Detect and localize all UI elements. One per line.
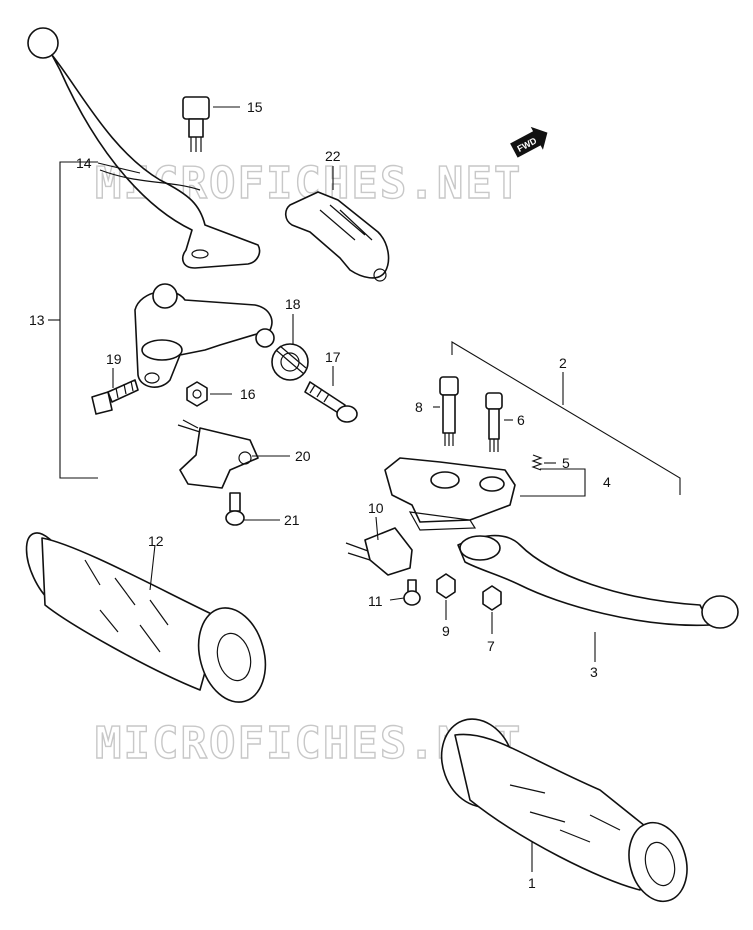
- callout-4: 4: [603, 474, 611, 490]
- screw-21: [225, 492, 245, 526]
- callout-13: 13: [29, 312, 45, 328]
- switch-cover-22: [284, 191, 390, 282]
- callout-19: 19: [106, 351, 122, 367]
- bolt-19: [91, 379, 139, 415]
- callout-8: 8: [415, 399, 423, 415]
- assembly-bracket-2: [451, 341, 681, 495]
- callout-12: 12: [148, 533, 164, 549]
- brake-switch-10: [345, 527, 413, 576]
- callout-1: 1: [528, 875, 536, 891]
- assembly-bracket-13: [59, 161, 98, 479]
- leader-lines: [48, 106, 596, 872]
- callout-7: 7: [487, 638, 495, 654]
- nut-7: [482, 585, 502, 611]
- callout-9: 9: [442, 623, 450, 639]
- pivot-pin-8: [439, 376, 459, 446]
- nut-16: [186, 381, 208, 407]
- callout-15: 15: [247, 99, 263, 115]
- callout-labels: 1 2 3 4 5 6 7 8 9 10 11 12 13 14 15 16 1…: [29, 99, 611, 891]
- spring-5: [531, 454, 543, 471]
- fwd-arrow-icon: FWD: [510, 126, 548, 158]
- nut-9: [436, 573, 456, 599]
- brake-lever-holder: [384, 457, 516, 531]
- callout-22: 22: [325, 148, 341, 164]
- pin-6: [485, 392, 503, 452]
- throttle-grip-1: [440, 718, 688, 903]
- callout-20: 20: [295, 448, 311, 464]
- clutch-bracket: [134, 283, 275, 388]
- adjuster-18: [271, 343, 309, 381]
- adjuster-screw-17: [304, 381, 358, 423]
- callout-6: 6: [517, 412, 525, 428]
- pivot-bolt-15: [182, 96, 210, 152]
- callout-17: 17: [325, 349, 341, 365]
- callout-5: 5: [562, 455, 570, 471]
- screw-11: [403, 579, 421, 606]
- callout-18: 18: [285, 296, 301, 312]
- left-grip-12: [25, 532, 267, 703]
- callout-10: 10: [368, 500, 384, 516]
- callout-3: 3: [590, 664, 598, 680]
- brake-lever-3: [457, 534, 739, 629]
- assembly-bracket-4: [520, 468, 586, 497]
- callout-11: 11: [368, 593, 383, 609]
- callout-14: 14: [76, 155, 92, 171]
- callout-2: 2: [559, 355, 567, 371]
- callout-21: 21: [284, 512, 300, 528]
- clutch-lever-14: [27, 27, 261, 269]
- callout-16: 16: [240, 386, 256, 402]
- clutch-switch-20: [177, 419, 259, 489]
